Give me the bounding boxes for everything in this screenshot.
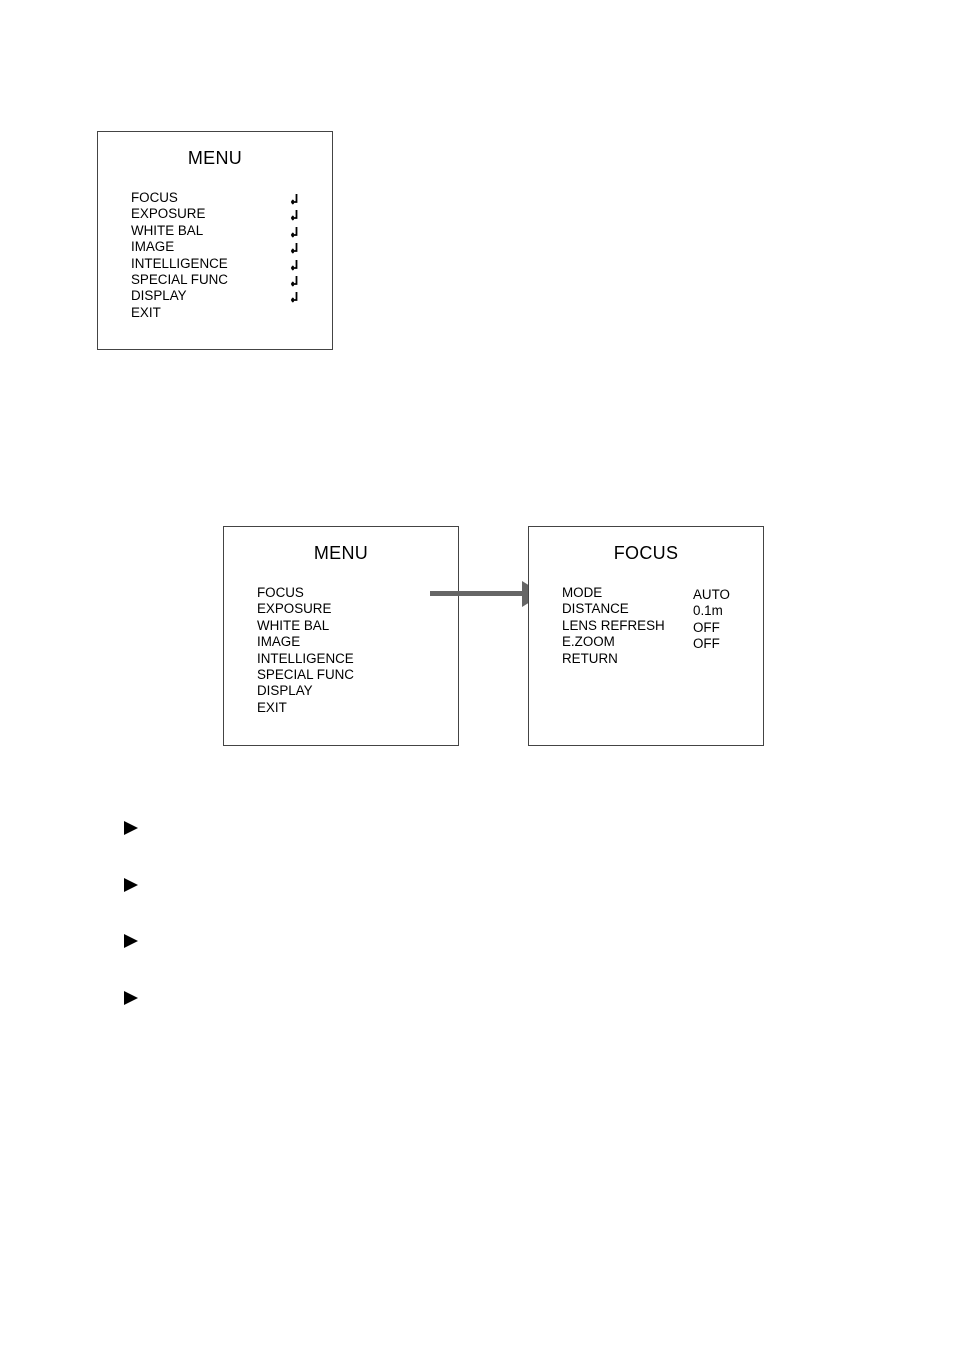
enter-return-icon (289, 272, 299, 288)
enter-return-icon (289, 223, 299, 239)
nav-menu-list: FOCUS EXPOSURE WHITE BAL IMAGE INTELLIGE… (257, 585, 437, 716)
menu-item-focus[interactable]: FOCUS (131, 190, 311, 206)
menu-item-image[interactable]: IMAGE (257, 634, 301, 650)
menu-item-special-func[interactable]: SPECIAL FUNC (131, 272, 311, 288)
focus-item-return[interactable]: RETURN (562, 650, 618, 666)
menu-item-exit[interactable]: EXIT (257, 699, 287, 715)
menu-item-intelligence[interactable]: INTELLIGENCE (257, 650, 354, 666)
focus-value-lens-refresh: OFF (693, 619, 720, 635)
right-triangle-bullet-icon (124, 934, 138, 948)
enter-return-icon (289, 288, 299, 304)
focus-value-e-zoom: OFF (693, 636, 720, 652)
menu-item-intelligence[interactable]: INTELLIGENCE (131, 256, 311, 272)
menu-item-display[interactable]: DISPLAY (131, 288, 311, 304)
menu-item-label: EXIT (131, 304, 161, 320)
right-triangle-bullet-icon (124, 821, 138, 835)
right-triangle-bullet-icon (124, 991, 138, 1005)
focus-value-distance: 0.1m (693, 603, 723, 619)
main-menu-panel: MENU FOCUS EXPOSURE WHITE BAL IMAGE INTE… (97, 131, 333, 350)
right-triangle-bullet-icon (124, 878, 138, 892)
main-menu-list: FOCUS EXPOSURE WHITE BAL IMAGE INTELLIGE… (131, 190, 311, 321)
focus-item-distance[interactable]: DISTANCE (562, 601, 629, 617)
focus-menu-list: MODE DISTANCE LENS REFRESH E.ZOOM RETURN (562, 585, 692, 667)
menu-item-white-bal[interactable]: WHITE BAL (131, 223, 311, 239)
menu-item-label: IMAGE (131, 239, 175, 255)
enter-return-icon (289, 190, 299, 206)
menu-item-exposure[interactable]: EXPOSURE (131, 206, 311, 222)
menu-item-image[interactable]: IMAGE (131, 239, 311, 255)
main-menu-title: MENU (187, 148, 243, 168)
menu-item-label: SPECIAL FUNC (131, 271, 228, 287)
focus-item-e-zoom[interactable]: E.ZOOM (562, 634, 615, 650)
focus-item-lens-refresh[interactable]: LENS REFRESH (562, 617, 665, 633)
menu-item-display[interactable]: DISPLAY (257, 683, 313, 699)
focus-value-mode: AUTO (693, 587, 730, 602)
focus-menu-panel: FOCUS MODE DISTANCE LENS REFRESH E.ZOOM … (528, 526, 764, 746)
menu-item-label: DISPLAY (131, 288, 187, 304)
menu-item-special-func[interactable]: SPECIAL FUNC (257, 666, 354, 682)
menu-item-focus[interactable]: FOCUS (257, 585, 304, 600)
focus-menu-title: FOCUS (613, 543, 679, 563)
menu-item-label: INTELLIGENCE (131, 255, 228, 271)
enter-return-icon (289, 256, 299, 272)
menu-item-label: FOCUS (131, 190, 178, 205)
enter-return-icon (289, 206, 299, 222)
menu-item-exit[interactable]: EXIT (131, 305, 311, 321)
menu-item-exposure[interactable]: EXPOSURE (257, 601, 332, 617)
nav-menu-title: MENU (313, 543, 369, 563)
menu-item-label: EXPOSURE (131, 206, 206, 222)
enter-return-icon (289, 239, 299, 255)
focus-item-mode[interactable]: MODE (562, 585, 603, 600)
focus-value-list: AUTO 0.1m OFF OFF (693, 587, 753, 653)
nav-menu-panel: MENU FOCUS EXPOSURE WHITE BAL IMAGE INTE… (223, 526, 459, 746)
menu-item-label: WHITE BAL (131, 222, 204, 238)
menu-item-white-bal[interactable]: WHITE BAL (257, 617, 330, 633)
